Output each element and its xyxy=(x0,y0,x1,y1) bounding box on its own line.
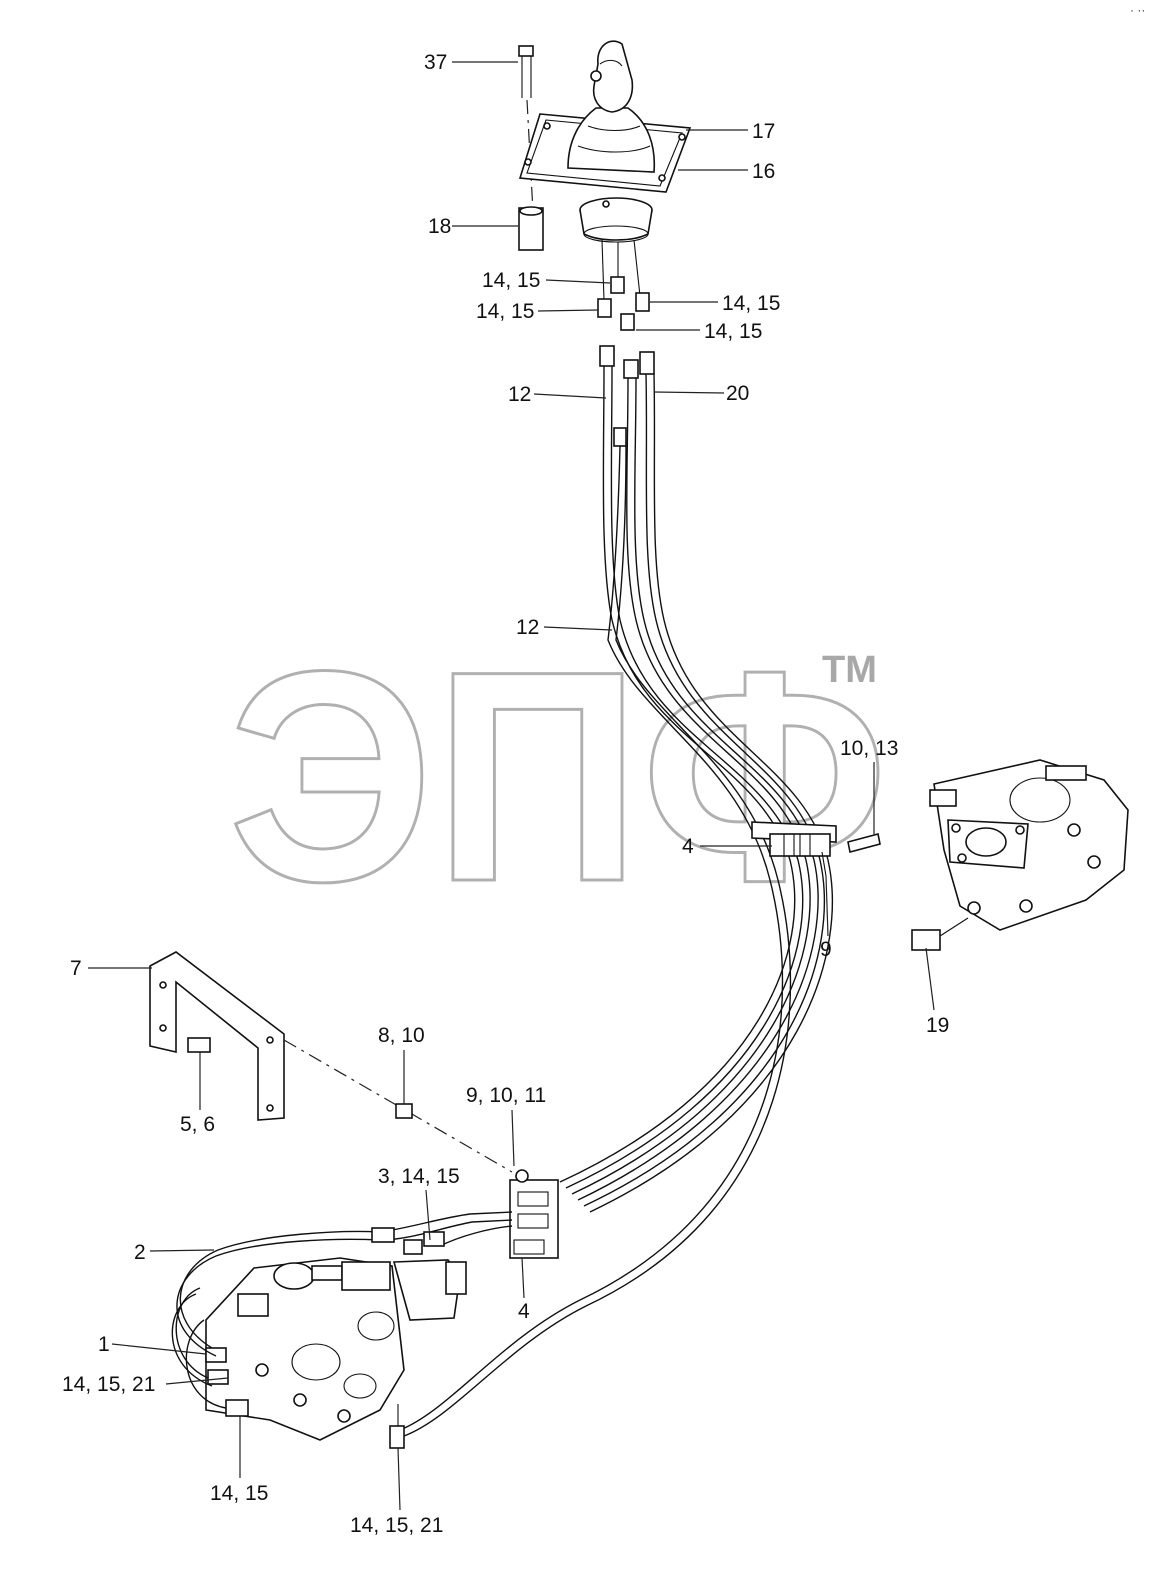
hose-clamp-upper xyxy=(751,821,881,877)
callout-9: 9 xyxy=(820,938,832,961)
callout-7: 7 xyxy=(70,957,82,980)
callout-19: 19 xyxy=(926,1014,949,1037)
callout-4-lower: 4 xyxy=(518,1300,530,1323)
control-valve xyxy=(171,1211,513,1449)
callout-12-upper: 12 xyxy=(508,383,531,406)
callout-8-10: 8, 10 xyxy=(378,1024,425,1047)
watermark-text: ЭПФ xyxy=(228,608,888,944)
hose-bundle xyxy=(399,365,834,1437)
callout-12-middle: 12 xyxy=(516,616,539,639)
callout-14-15-a: 14, 15 xyxy=(482,269,540,292)
callout-2: 2 xyxy=(134,1241,146,1264)
corner-mark: · ·· xyxy=(1130,3,1145,17)
callout-14-15-21-bottom: 14, 15, 21 xyxy=(350,1514,443,1537)
callout-16: 16 xyxy=(752,160,775,183)
callout-4-upper: 4 xyxy=(682,835,694,858)
callout-14-15-c: 14, 15 xyxy=(722,292,780,315)
leader-lines xyxy=(88,61,935,1511)
callout-20: 20 xyxy=(726,382,749,405)
callout-1: 1 xyxy=(98,1333,110,1356)
callout-14-15-21-left: 14, 15, 21 xyxy=(62,1373,155,1396)
callout-9-10-11: 9, 10, 11 xyxy=(466,1084,546,1107)
watermark-tm: TM xyxy=(822,649,877,691)
callout-10-13: 10, 13 xyxy=(840,737,898,760)
bracket-7 xyxy=(149,951,513,1173)
callout-14-15-b: 14, 15 xyxy=(476,300,534,323)
callout-18: 18 xyxy=(428,215,451,238)
callouts: 37 17 16 18 14, 15 14, 15 14, 15 14, 15 … xyxy=(62,51,949,1537)
callout-14-15-d: 14, 15 xyxy=(704,320,762,343)
callout-3-14-15: 3, 14, 15 xyxy=(378,1165,460,1188)
callout-5-6: 5, 6 xyxy=(180,1113,215,1136)
hose-clamp-lower xyxy=(509,1169,559,1259)
watermark: ЭПФ TM xyxy=(227,607,890,946)
callout-14-15-lower: 14, 15 xyxy=(210,1482,268,1505)
joystick-assembly xyxy=(518,40,692,447)
motor xyxy=(911,759,1129,951)
callout-17: 17 xyxy=(752,120,775,143)
callout-37: 37 xyxy=(424,51,447,74)
